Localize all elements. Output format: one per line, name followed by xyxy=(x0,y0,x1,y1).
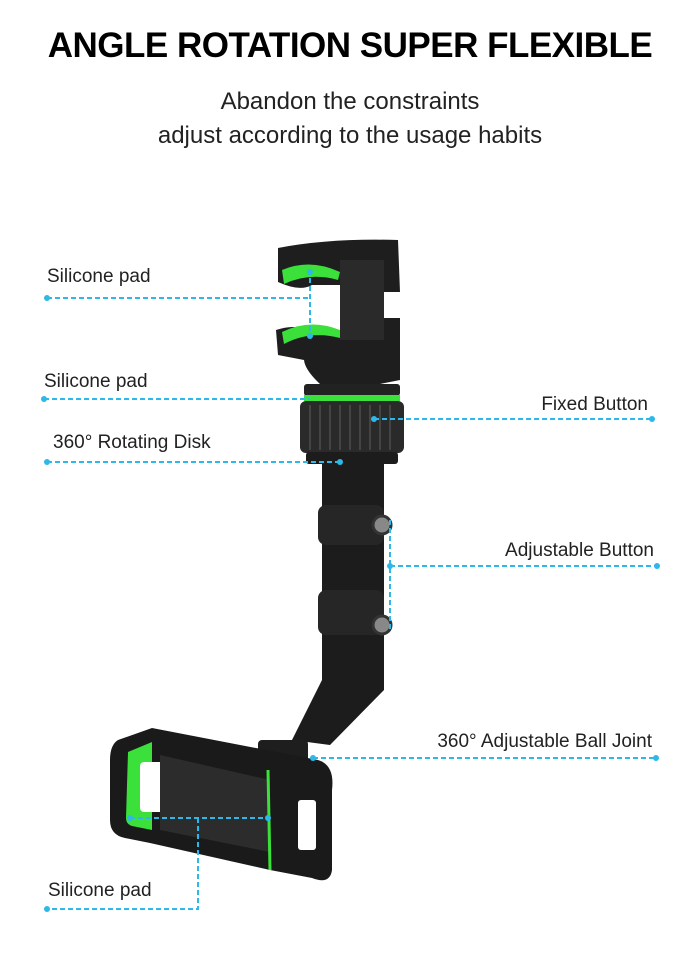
subtitle-line-1: Abandon the constraints xyxy=(220,88,480,115)
callout-fixed-button: Fixed Button xyxy=(541,394,648,415)
phone-holder xyxy=(110,728,333,881)
callout-dots xyxy=(41,269,660,912)
callout-silicone-pad-holder: Silicone pad xyxy=(48,880,152,901)
adjustable-arm xyxy=(258,464,393,762)
adjustable-button-icon xyxy=(371,514,393,536)
page-title: ANGLE ROTATION SUPER FLEXIBLE xyxy=(47,26,653,65)
adjustable-button-icon xyxy=(371,614,393,636)
subtitle-line-2: adjust according to the usage habits xyxy=(157,122,543,149)
callout-lines xyxy=(44,270,657,910)
rotating-disk xyxy=(300,384,404,464)
callout-ball-joint: 360° Adjustable Ball Joint xyxy=(437,731,652,752)
callout-adjustable-button: Adjustable Button xyxy=(505,540,654,561)
top-clamp xyxy=(276,239,400,384)
silicone-ring xyxy=(304,395,400,401)
callout-rotating-disk: 360° Rotating Disk xyxy=(53,432,211,453)
callout-silicone-pad-top: Silicone pad xyxy=(47,266,151,287)
callout-silicone-pad-ring: Silicone pad xyxy=(44,371,148,392)
